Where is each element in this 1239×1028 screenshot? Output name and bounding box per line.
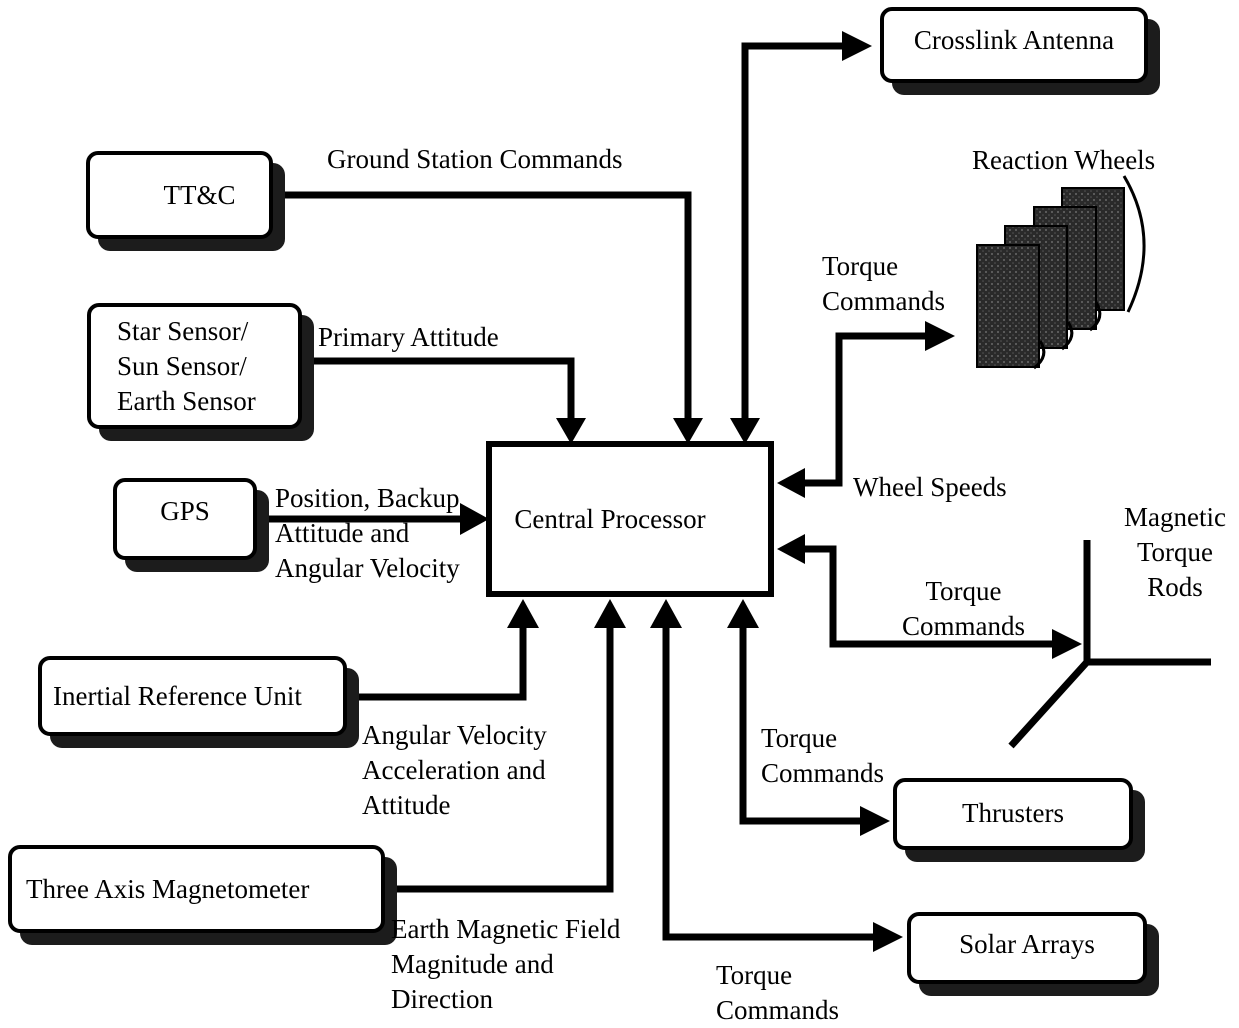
crosslink-up-arrowhead	[730, 418, 760, 444]
magnetometer-flow-label: Earth Magnetic Field Magnitude and Direc…	[391, 914, 621, 1014]
reaction-wheels-icon	[976, 175, 1146, 370]
thrusters-torque-label: Torque Commands	[761, 723, 885, 788]
reaction-wheels-label: Reaction Wheels	[972, 145, 1156, 175]
solar-arrays-torque-label: Torque Commands	[716, 960, 840, 1025]
torque-rods-connector	[802, 545, 1055, 648]
gps-box: GPS	[113, 478, 257, 560]
crosslink-right-arrowhead	[842, 31, 872, 61]
ground-station-commands-label: Ground Station Commands	[327, 144, 623, 174]
torque-rods-label: Magnetic Torque Rods	[1124, 502, 1226, 602]
gps-flow-label: Position, Backup Attitude and Angular Ve…	[275, 483, 460, 583]
thrusters-up-arrowhead	[727, 599, 759, 628]
iru-connector	[347, 625, 527, 701]
magnetometer-label: Three Axis Magnetometer	[26, 873, 310, 904]
central-processor-box: Central Processor	[486, 441, 774, 597]
iru-flow-label: Angular Velocity Acceleration and Attitu…	[362, 720, 547, 820]
thrusters-box: Thrusters	[893, 778, 1133, 850]
thrusters-connector	[739, 625, 862, 825]
ttc-box: TT&C	[86, 151, 273, 239]
ttc-connector	[273, 191, 692, 418]
torque-rods-in-arrowhead	[777, 534, 805, 564]
crosslink-antenna-box: Crosslink Antenna	[880, 7, 1148, 83]
torque-rods-out-arrowhead	[1052, 629, 1082, 659]
crosslink-connector	[741, 42, 842, 418]
iru-label: Inertial Reference Unit	[53, 680, 302, 711]
star-sensor-arrowhead	[556, 418, 586, 444]
reaction-wheels-torque-label: Torque Commands	[822, 251, 946, 316]
solar-up-arrowhead	[650, 599, 682, 628]
solar-arrays-connector	[662, 625, 875, 941]
star-sensor-box: Star Sensor/ Sun Sensor/ Earth Sensor	[87, 303, 302, 429]
solar-arrays-box: Solar Arrays	[907, 912, 1147, 984]
magnetometer-box: Three Axis Magnetometer	[8, 845, 385, 933]
magnetometer-connector	[385, 625, 614, 893]
primary-attitude-label: Primary Attitude	[318, 322, 499, 352]
inertial-reference-unit-box: Inertial Reference Unit	[38, 656, 347, 736]
iru-arrowhead	[507, 599, 539, 628]
torque-rods-icon	[1008, 540, 1211, 749]
solar-right-arrowhead	[873, 922, 903, 952]
reaction-wheels-arrowhead	[925, 321, 955, 351]
star-sensor-connector	[302, 357, 575, 418]
gps-label: GPS	[160, 495, 210, 526]
magnetometer-arrowhead	[594, 599, 626, 628]
torque-rods-torque-label: Torque Commands	[901, 576, 1025, 641]
star-sensor-label: Star Sensor/ Sun Sensor/ Earth Sensor	[117, 315, 256, 416]
wheel-speeds-arrowhead	[777, 468, 805, 498]
thrusters-label: Thrusters	[962, 797, 1064, 828]
thrusters-right-arrowhead	[860, 806, 890, 836]
wheel-speeds-label: Wheel Speeds	[853, 472, 1007, 502]
reaction-wheels-connector	[802, 332, 928, 487]
solar-arrays-label: Solar Arrays	[959, 928, 1095, 959]
gps-arrowhead	[460, 503, 489, 535]
central-processor-label: Central Processor	[514, 503, 706, 534]
ttc-label: TT&C	[163, 179, 236, 210]
ttc-arrowhead	[673, 418, 703, 444]
crosslink-label: Crosslink Antenna	[913, 24, 1115, 55]
